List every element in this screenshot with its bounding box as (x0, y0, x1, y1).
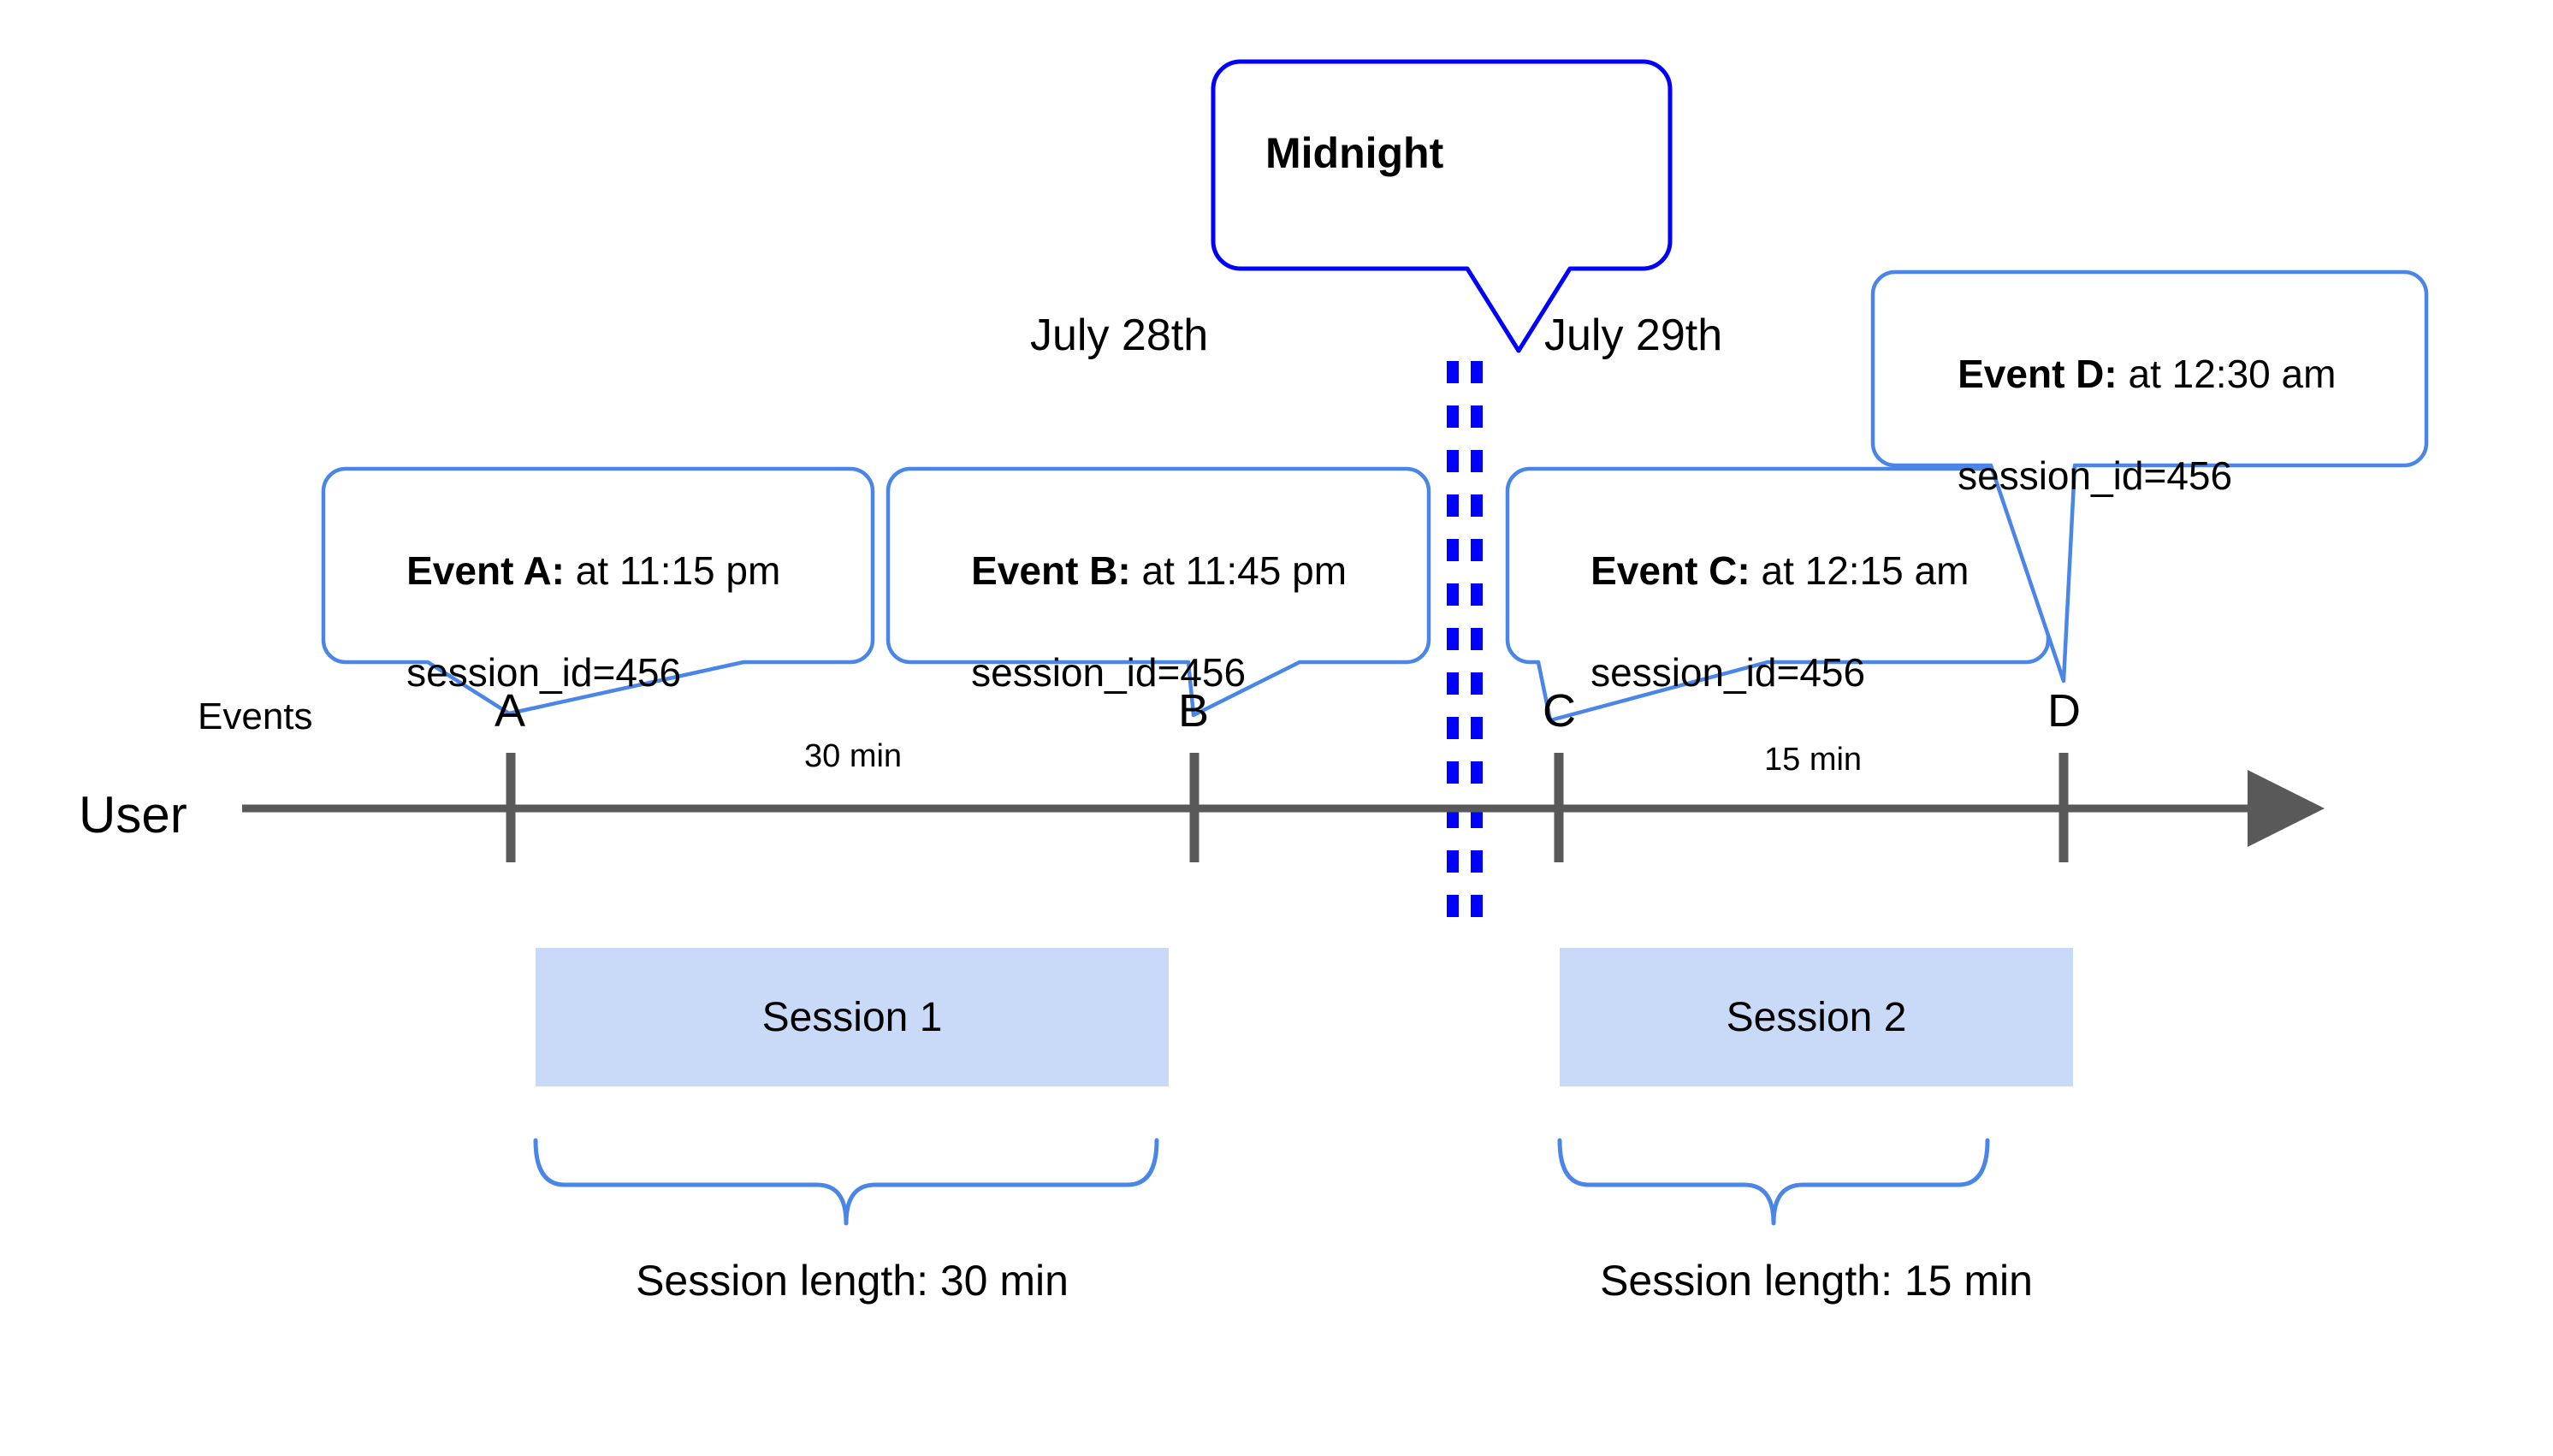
event-b-detail: session_id=456 (971, 650, 1247, 695)
event-b-time: at 11:45 pm (1130, 547, 1348, 593)
event-a-title: Event A: (406, 547, 566, 593)
event-b-callout-shape (886, 466, 1431, 718)
event-c-title: Event C: (1590, 547, 1750, 593)
event-a-detail: session_id=456 (406, 650, 682, 695)
event-d-detail: session_id=456 (1958, 453, 2233, 499)
midnight-divider-lines (1447, 361, 1483, 922)
lane-label-events: Events (198, 695, 313, 737)
event-c-detail: session_id=456 (1590, 650, 1866, 695)
session-bars (536, 948, 2073, 1086)
gap-label-ab: 30 min (804, 738, 903, 774)
event-b-callout-text: Event B: at 11:45 pm session_id=456 (927, 494, 1347, 750)
session-1-bar (536, 948, 1169, 1086)
session-2-bar (1560, 948, 2073, 1086)
event-d-title: Event D: (1958, 351, 2118, 396)
event-d-time: at 12:30 am (2117, 351, 2337, 396)
session-2-label: Session 2 (1726, 995, 1907, 1040)
marker-label-d: D (2047, 685, 2081, 737)
midnight-callout-shape (1211, 59, 1673, 353)
marker-label-c: C (1543, 685, 1576, 737)
lane-label-user: User (79, 786, 187, 843)
timeline-ticks (506, 753, 2069, 862)
session-1-brace (533, 1138, 1159, 1226)
marker-label-b: B (1178, 685, 1210, 737)
event-a-time: at 11:15 pm (565, 547, 781, 593)
session-1-length-label: Session length: 30 min (636, 1257, 1069, 1305)
event-a-callout-shape (321, 466, 875, 716)
event-d-callout-shape (1870, 269, 2429, 684)
date-label-july-28: July 28th (1030, 311, 1209, 360)
midnight-label: Midnight (1265, 129, 1444, 177)
session-2-brace (1557, 1138, 1990, 1226)
date-label-july-29: July 29th (1544, 311, 1723, 360)
event-c-time: at 12:15 am (1750, 547, 1970, 593)
event-d-callout-text: Event D: at 12:30 am session_id=456 (1914, 298, 2336, 553)
gap-label-cd: 15 min (1764, 742, 1863, 778)
session-1-label: Session 1 (761, 995, 943, 1040)
marker-label-a: A (495, 685, 526, 737)
event-a-callout-text: Event A: at 11:15 pm session_id=456 (363, 494, 780, 750)
event-b-title: Event B: (971, 547, 1131, 593)
session-2-length-label: Session length: 15 min (1600, 1257, 2033, 1305)
event-c-callout-text: Event C: at 12:15 am session_id=456 (1547, 494, 1969, 750)
